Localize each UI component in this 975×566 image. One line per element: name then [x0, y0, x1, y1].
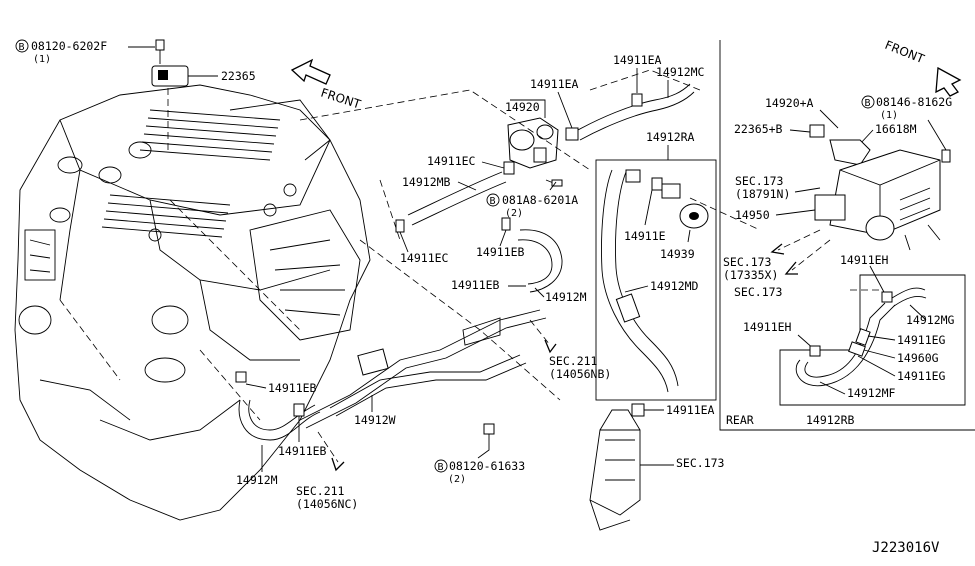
clamps-center: 14911EC 14911EB 14911EB 14912M: [395, 217, 587, 304]
arrow-sec211-b-icon: [331, 457, 345, 472]
label-bolt-bottom: 08120-61633: [449, 459, 525, 473]
label-sec173-b-ref: (17335X): [723, 268, 778, 282]
bolt-icon: [483, 423, 495, 435]
label-bolt-left: 08120-6202F: [31, 39, 107, 53]
circle-b-icon: [434, 459, 448, 473]
label-14911EA-low: 14911EA: [666, 403, 715, 417]
circle-b-icon: [15, 39, 29, 53]
label-bolt-right-qty: (1): [880, 110, 898, 121]
hose-14912MC: 14911EA 14912MC 14911EA: [530, 53, 705, 141]
label-sec211-b-ref: (14056NC): [296, 497, 358, 511]
label-16618M: 16618M: [875, 122, 917, 136]
label-14912MG: 14912MG: [906, 313, 955, 327]
pipes-14912W: 14912W SEC.211 (14056NB): [299, 309, 611, 429]
box-14912RA: 14912RA 14911E 14939 14912MD: [595, 130, 761, 401]
label-front-left: FRONT: [319, 86, 363, 112]
label-081A8: 081A8-6201A: [502, 193, 578, 207]
label-14911EB-a: 14911EB: [476, 245, 525, 259]
label-22365: 22365: [221, 69, 256, 83]
label-14920A: 14920+A: [765, 96, 814, 110]
label-14912MF: 14912MF: [847, 386, 896, 400]
bolt-icon: [155, 39, 165, 51]
label-rear: REAR: [726, 413, 754, 427]
arrow-sec211-a-icon: [544, 339, 557, 354]
label-14911EA-top: 14911EA: [613, 53, 662, 67]
label-sec211-a: SEC.211: [549, 354, 598, 368]
circle-b-letter: B: [865, 98, 871, 109]
label-14912MB: 14912MB: [402, 175, 451, 189]
sensor-22365: 22365: [151, 65, 256, 150]
diagram-id: J223016V: [872, 540, 940, 556]
label-sec173-a-ref: (18791N): [735, 187, 790, 201]
label-sec173-c: SEC.173: [734, 285, 783, 299]
label-14911EH-a: 14911EH: [840, 253, 889, 267]
label-14911EC-a: 14911EC: [427, 154, 476, 168]
label-14912W: 14912W: [354, 413, 396, 427]
label-bolt-bottom-qty: (2): [448, 474, 466, 485]
label-14920: 14920: [505, 100, 540, 114]
bolt-icon: [941, 149, 951, 163]
engine-illustration: [14, 84, 371, 521]
label-14939: 14939: [660, 247, 695, 261]
label-14911EB-d: 14911EB: [278, 444, 327, 458]
label-14912MC: 14912MC: [656, 65, 705, 79]
sensor-icon: [151, 65, 189, 87]
label-14912RB: 14912RB: [806, 413, 855, 427]
box-frame: [595, 159, 717, 401]
label-14911EB-b: 14911EB: [451, 278, 500, 292]
valve-14920: 14920: [505, 99, 563, 187]
label-22365B: 22365+B: [734, 122, 783, 136]
right-panel-border: [719, 40, 975, 431]
circle-b-letter: B: [490, 196, 496, 207]
box-14912RB: 14911EH 14912MG 14911EH 14911EG 14960G 1…: [726, 253, 966, 427]
label-14912RA: 14912RA: [646, 130, 695, 144]
label-14912M-a: 14912M: [545, 290, 587, 304]
arrow-sec173-b-icon: [770, 243, 785, 255]
label-14911EG-a: 14911EG: [897, 333, 946, 347]
label-14911EA-mid: 14911EA: [530, 77, 579, 91]
canister-sec173: 14911EA SEC.173: [589, 403, 725, 531]
label-14911EG-b: 14911EG: [897, 369, 946, 383]
label-bolt-right: 08146-8162G: [876, 95, 952, 109]
circle-b-letter: B: [19, 42, 25, 53]
label-sec173-a: SEC.173: [735, 174, 784, 188]
clamp-14911EA-mid: [565, 127, 579, 141]
label-14912M-b: 14912M: [236, 473, 278, 487]
bolt-08120-61633: B 08120-61633 (2): [434, 423, 525, 485]
label-081A8-qty: (2): [505, 208, 523, 219]
circle-b-icon: [861, 95, 875, 109]
label-front-right: FRONT: [883, 38, 927, 67]
label-14911EC-b: 14911EC: [400, 251, 449, 265]
label-sec173-b: SEC.173: [723, 255, 772, 269]
label-sec211-a-ref: (14056NB): [549, 367, 611, 381]
front-arrow-right: FRONT: [883, 38, 962, 97]
label-14960G: 14960G: [897, 351, 939, 365]
clamp-14911EA-top: [631, 93, 643, 107]
hose-14912M-lower: 14911EB 14911EB 14912M SEC.211 (14056NC): [235, 371, 358, 511]
label-14911E: 14911E: [624, 229, 666, 243]
label-bolt-left-qty: (1): [33, 54, 51, 65]
hose-14912MB: 14911EC 14912MB: [402, 154, 515, 226]
bolt-08120-6202F: B 08120-6202F (1): [15, 39, 165, 65]
label-14911EB-c: 14911EB: [268, 381, 317, 395]
circle-b-letter: B: [438, 462, 444, 473]
label-14912MD: 14912MD: [650, 279, 699, 293]
arrow-sec173-c-icon: [784, 261, 798, 275]
label-sec211-b: SEC.211: [296, 484, 345, 498]
evap-canister-14950: 14920+A 22365+B B 08146-8162G (1) 16618M…: [723, 95, 952, 299]
label-14911EH-b: 14911EH: [743, 320, 792, 334]
bolt-081A8-6201A: B 081A8-6201A (2): [486, 181, 578, 219]
bolt-081A8-icon: [551, 179, 563, 187]
label-14950: 14950: [735, 208, 770, 222]
intake-fins: [101, 109, 281, 238]
circle-b-icon: [486, 193, 500, 207]
reference-dashes: [59, 89, 591, 421]
label-sec173-low: SEC.173: [676, 456, 725, 470]
